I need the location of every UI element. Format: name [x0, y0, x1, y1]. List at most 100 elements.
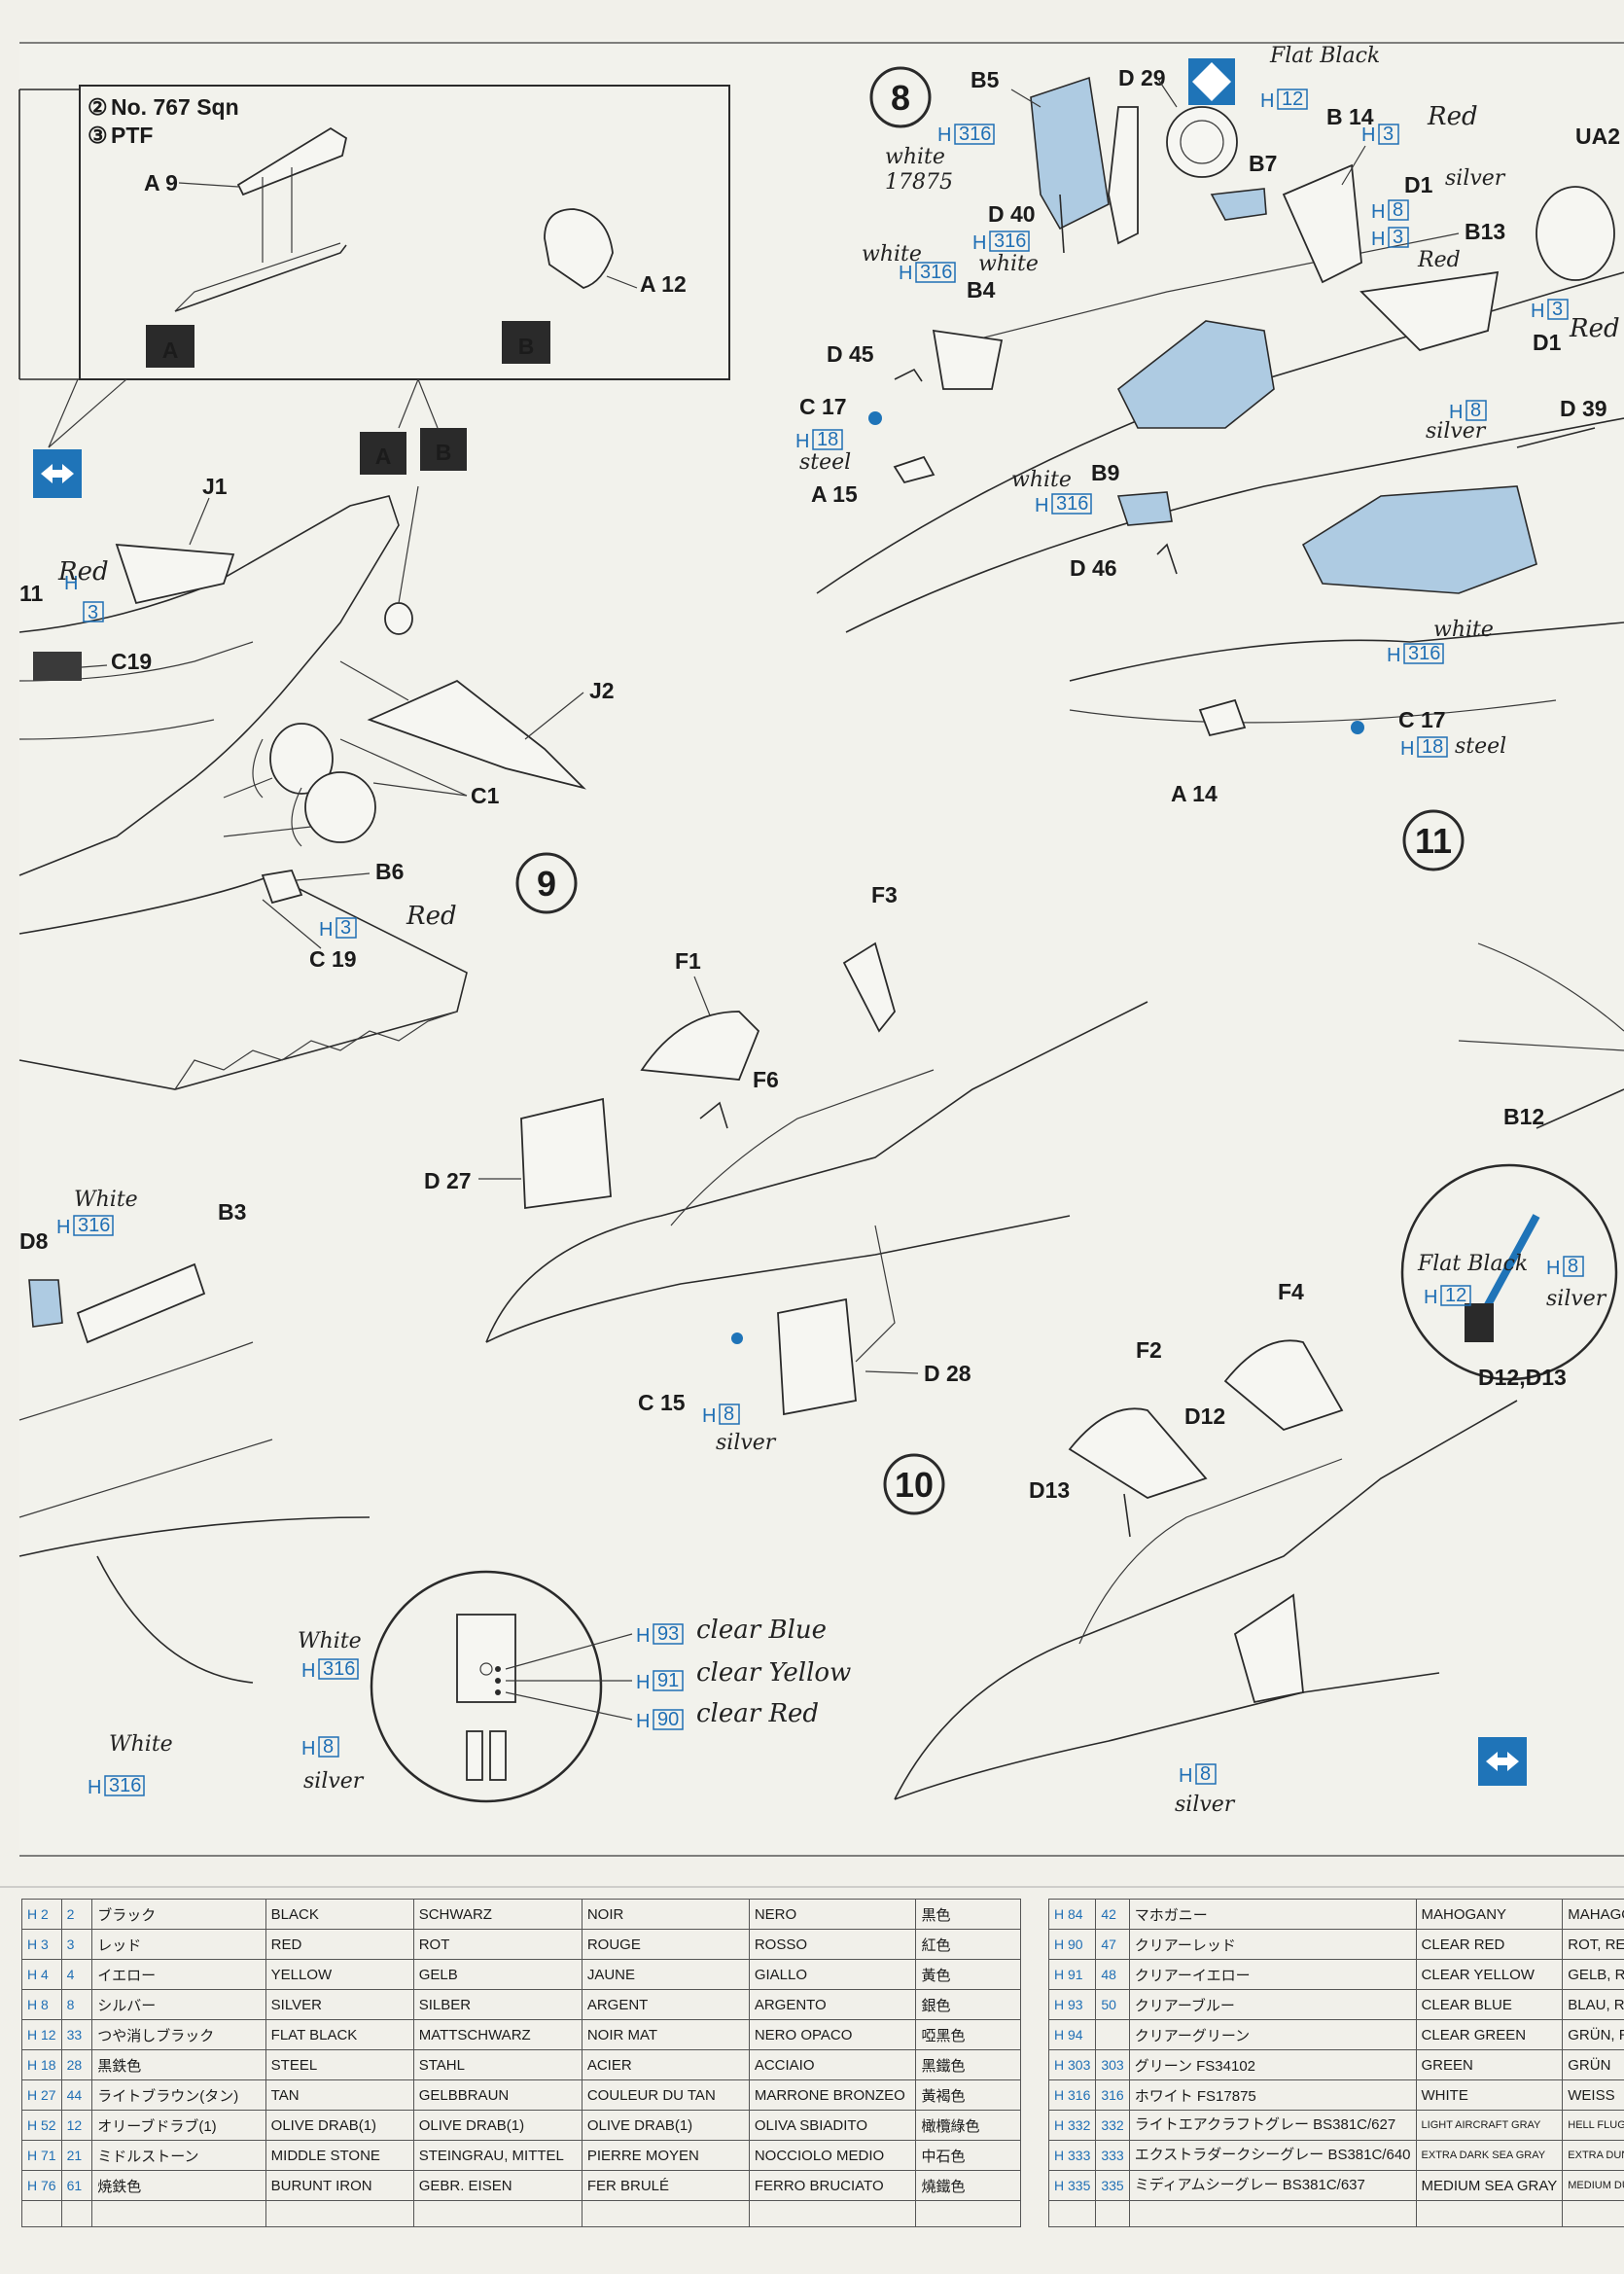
direction-arrow-icon: [1478, 1737, 1527, 1786]
hand-red-step9a: Red: [57, 557, 109, 586]
svg-text:8: 8: [724, 1403, 734, 1425]
hand-white-gear: White: [298, 1629, 362, 1653]
step-8-illustration: 8 B5 H 316 white 17875 D 29 H 12 Flat Bl…: [795, 44, 1624, 806]
color-name-jp: グリーン FS34102: [1128, 2049, 1417, 2080]
part-b14: B 14: [1326, 104, 1374, 129]
part-d27: D 27: [424, 1168, 472, 1193]
color-name-de: STEINGRAU, MITTEL: [412, 2140, 583, 2171]
color-name-kanji: 黃色: [915, 1959, 1021, 1990]
color-name-jp: レッド: [91, 1929, 266, 1960]
color-code: 61: [60, 2170, 93, 2201]
code-h3-step9: H: [64, 573, 78, 594]
color-name-de: MAHAGONI: [1562, 1899, 1624, 1930]
color-name-kanji: 橄欖綠色: [915, 2110, 1021, 2141]
h-code: H 27: [21, 2079, 62, 2111]
step-number-8: 8: [891, 78, 910, 118]
part-ua: UA2: [1575, 124, 1620, 149]
part-b13: B13: [1465, 219, 1505, 244]
hand-white-8b: white: [1433, 618, 1494, 642]
svg-text:3: 3: [340, 917, 351, 939]
color-name-fr: NOIR: [581, 1899, 750, 1930]
color-name-en: MAHOGANY: [1415, 1899, 1564, 1930]
color-table-right: H 8442マホガニーMAHOGANYMAHAGONIAH 9047クリアーレッ…: [1047, 1899, 1624, 2227]
inset-badge-b: B: [518, 334, 535, 359]
part-d12: D12: [1184, 1403, 1225, 1429]
hand-white-b4: white: [862, 242, 922, 266]
svg-text:H: H: [1260, 90, 1274, 112]
svg-text:H: H: [937, 124, 951, 146]
color-name-jp: ブラック: [91, 1899, 266, 1930]
color-name-de: MATTSCHWARZ: [412, 2019, 583, 2050]
blank-cell: [91, 2200, 266, 2227]
blank-cell: [1128, 2200, 1417, 2227]
blank-cell: [748, 2200, 917, 2227]
color-code: 12: [60, 2110, 93, 2141]
blank-cell: [1095, 2200, 1130, 2227]
color-name-en: YELLOW: [265, 1959, 414, 1990]
svg-text:H: H: [795, 431, 809, 452]
svg-text:H: H: [1531, 301, 1544, 322]
part-b5: B5: [971, 67, 1000, 92]
inset-badge-a: A: [162, 338, 179, 363]
color-name-it: NERO OPACO: [748, 2019, 917, 2050]
h-code: H 303: [1047, 2049, 1097, 2080]
color-name-jp: オリーブドラブ(1): [91, 2110, 266, 2141]
h-code: H 4: [21, 1959, 62, 1990]
color-name-en: CLEAR GREEN: [1415, 2019, 1564, 2050]
color-name-kanji: 銀色: [915, 1989, 1021, 2020]
svg-text:8: 8: [1200, 1763, 1211, 1785]
part-d8: D8: [19, 1228, 49, 1254]
svg-text:316: 316: [1056, 493, 1088, 515]
svg-text:H: H: [1546, 1258, 1560, 1279]
svg-text:H: H: [1449, 402, 1463, 423]
color-name-fr: OLIVE DRAB(1): [581, 2110, 750, 2141]
color-name-de: SILBER: [412, 1989, 583, 2020]
svg-text:3: 3: [88, 602, 98, 623]
color-name-de: GEBR. EISEN: [412, 2170, 583, 2201]
color-name-en: BURUNT IRON: [265, 2170, 414, 2201]
part-f2: F2: [1136, 1337, 1162, 1363]
svg-text:316: 316: [78, 1215, 110, 1236]
part-f6: F6: [753, 1067, 779, 1092]
blank-cell: [1047, 2200, 1097, 2227]
svg-text:H: H: [1361, 124, 1375, 146]
hand-steel-8a: steel: [799, 450, 851, 475]
svg-text:H: H: [1424, 1287, 1437, 1308]
step-9-illustration: A B J1 J2 C1 11 C19 H: [18, 428, 615, 1090]
part-c17: C 17: [799, 394, 847, 419]
inset-panel: ② No. 767 Sqn ③ PTF A 9 A 12 A B: [18, 85, 730, 448]
color-name-en: WHITE: [1415, 2079, 1564, 2111]
part-d28: D 28: [924, 1361, 971, 1386]
color-name-en: SILVER: [265, 1989, 414, 2020]
part-d1b: D1: [1533, 330, 1562, 355]
inset-title2-num: ③: [88, 123, 108, 148]
part-d13: D13: [1029, 1477, 1070, 1503]
svg-text:12: 12: [1445, 1285, 1466, 1306]
part-j1: J1: [202, 474, 228, 499]
inset-title1-num: ②: [88, 94, 108, 120]
svg-text:12: 12: [1282, 89, 1303, 110]
svg-text:H: H: [899, 263, 912, 284]
color-name-en: CLEAR BLUE: [1415, 1989, 1564, 2020]
color-code: 4: [60, 1959, 93, 1990]
part-11: 11: [19, 581, 44, 606]
color-name-de: HELL FLUGZEUG GRAU: [1562, 2110, 1624, 2141]
color-name-jp: エクストラダークシーグレー BS381C/640: [1128, 2140, 1417, 2171]
svg-text:316: 316: [994, 231, 1026, 252]
color-name-en: TAN: [265, 2079, 414, 2111]
hand-white-bottom: White: [109, 1732, 173, 1757]
part-b3: B3: [218, 1199, 246, 1225]
color-name-de: OLIVE DRAB(1): [412, 2110, 583, 2141]
color-name-kanji: 中石色: [915, 2140, 1021, 2171]
blank-cell: [915, 2200, 1021, 2227]
part-d40: D 40: [988, 201, 1036, 227]
